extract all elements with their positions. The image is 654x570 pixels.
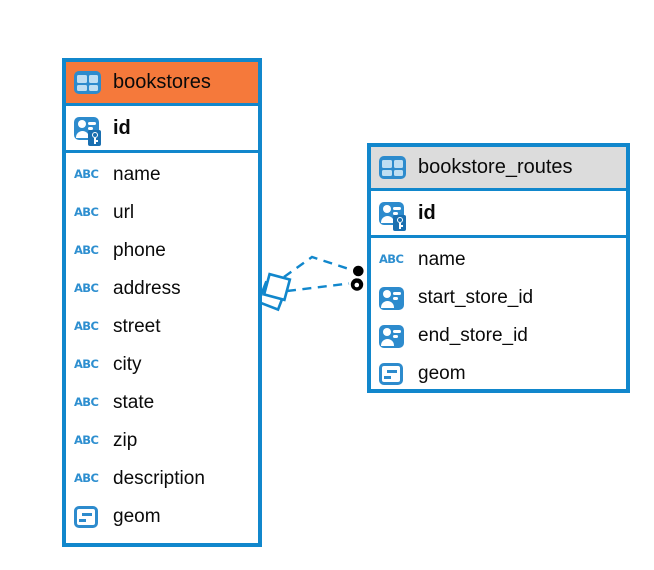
column-type-icon-slot <box>74 506 104 528</box>
text-type-icon: ABC <box>74 395 99 410</box>
column-label: description <box>113 468 205 489</box>
column-row[interactable]: ABC name <box>371 241 626 279</box>
column-label: zip <box>113 430 138 451</box>
key-icon <box>393 214 406 231</box>
column-row[interactable]: ABC description <box>66 460 258 498</box>
column-type-icon-slot: ABC <box>74 359 104 371</box>
text-type-icon: ABC <box>74 243 99 258</box>
column-label: geom <box>113 506 161 527</box>
table-title: bookstore_routes <box>418 156 573 178</box>
text-type-icon: ABC <box>74 357 99 372</box>
column-row[interactable]: geom <box>371 355 626 393</box>
table-icon-slot <box>379 156 409 179</box>
relationship-diamond-marker-front[interactable] <box>262 272 292 302</box>
column-row[interactable]: start_store_id <box>371 279 626 317</box>
table-header[interactable]: bookstores <box>66 62 258 106</box>
column-label: phone <box>113 240 166 261</box>
primary-key-row[interactable]: id <box>66 106 258 153</box>
foreign-key-person-icon <box>379 286 404 310</box>
column-type-icon-slot <box>379 286 409 310</box>
primary-key-icon-slot <box>74 116 104 146</box>
primary-key-icon-slot <box>379 201 409 231</box>
column-type-icon-slot: ABC <box>74 169 104 181</box>
column-row[interactable]: end_store_id <box>371 317 626 355</box>
primary-key-row[interactable]: id <box>371 191 626 238</box>
column-type-icon-slot: ABC <box>74 207 104 219</box>
column-label: address <box>113 278 181 299</box>
relationship-dot-marker-bottom-hole <box>354 282 360 288</box>
column-label: end_store_id <box>418 325 528 346</box>
column-row[interactable]: ABC address <box>66 270 258 308</box>
column-type-icon-slot: ABC <box>74 397 104 409</box>
column-row[interactable]: ABC street <box>66 308 258 346</box>
text-type-icon: ABC <box>74 433 99 448</box>
column-label: state <box>113 392 155 413</box>
table-header[interactable]: bookstore_routes <box>371 147 626 191</box>
primary-key-label: id <box>418 201 436 224</box>
text-type-icon: ABC <box>74 281 99 296</box>
text-type-icon: ABC <box>74 205 99 220</box>
foreign-key-person-icon <box>379 324 404 348</box>
column-row[interactable]: geom <box>66 498 258 536</box>
column-label: url <box>113 202 135 223</box>
text-type-icon: ABC <box>74 471 99 486</box>
key-icon <box>88 129 101 146</box>
column-label: city <box>113 354 142 375</box>
column-row[interactable]: ABC zip <box>66 422 258 460</box>
primary-key-person-key-icon <box>379 201 406 231</box>
text-type-icon: ABC <box>74 319 99 334</box>
table-title: bookstores <box>113 71 211 93</box>
primary-key-person-key-icon <box>74 116 101 146</box>
relationship-dot-marker-top[interactable] <box>350 263 366 279</box>
column-type-icon-slot: ABC <box>74 283 104 295</box>
table-icon-slot <box>74 71 104 94</box>
geometry-type-icon <box>379 363 403 385</box>
column-label: street <box>113 316 161 337</box>
column-label: name <box>113 164 161 185</box>
column-type-icon-slot: ABC <box>74 435 104 447</box>
column-row[interactable]: ABC phone <box>66 232 258 270</box>
column-label: geom <box>418 363 466 384</box>
column-label: name <box>418 249 466 270</box>
column-type-icon-slot <box>379 324 409 348</box>
table-bookstore-routes[interactable]: bookstore_routes id ABC name start_store_i… <box>367 143 630 393</box>
column-type-icon-slot: ABC <box>74 473 104 485</box>
text-type-icon: ABC <box>74 167 99 182</box>
column-row[interactable]: ABC url <box>66 194 258 232</box>
column-type-icon-slot: ABC <box>74 245 104 257</box>
relationship-line-end-store[interactable] <box>286 282 350 293</box>
column-type-icon-slot <box>379 363 409 385</box>
geometry-type-icon <box>74 506 98 528</box>
table-grid-icon <box>74 71 101 94</box>
column-type-icon-slot: ABC <box>379 254 409 266</box>
column-type-icon-slot: ABC <box>74 321 104 333</box>
table-grid-icon <box>379 156 406 179</box>
column-row[interactable]: ABC name <box>66 156 258 194</box>
column-label: start_store_id <box>418 287 534 308</box>
column-row[interactable]: ABC city <box>66 346 258 384</box>
column-row[interactable]: ABC state <box>66 384 258 422</box>
relationship-line-start-store[interactable] <box>283 255 353 278</box>
primary-key-label: id <box>113 116 131 139</box>
text-type-icon: ABC <box>379 252 404 267</box>
